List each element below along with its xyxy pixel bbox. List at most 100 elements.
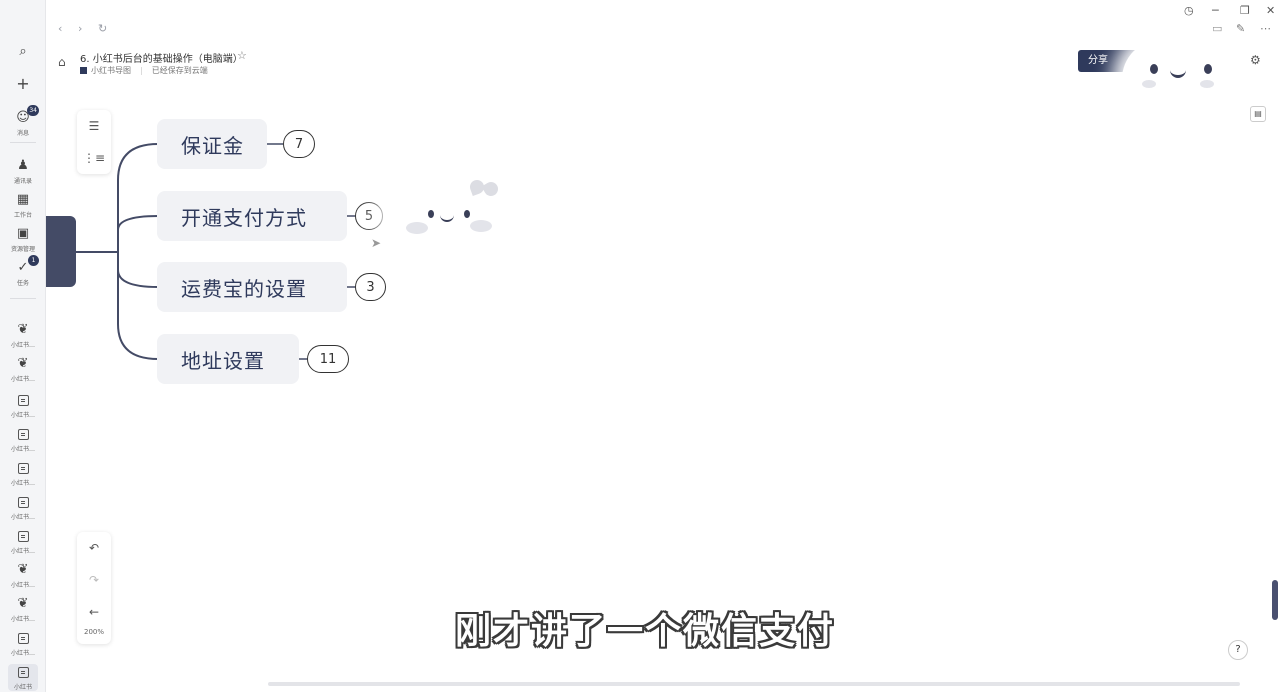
sidebar-doc-7[interactable]: 小红书… bbox=[8, 528, 38, 555]
sidebar-item-label: 任务 bbox=[16, 280, 29, 287]
sidebar-doc-active[interactable]: 小红书 bbox=[8, 664, 38, 691]
mascot-cheek bbox=[406, 222, 428, 234]
divider bbox=[10, 142, 36, 143]
refresh-icon[interactable]: ↻ bbox=[98, 22, 108, 35]
sidebar-doc-8[interactable]: ❦小红书… bbox=[10, 562, 35, 589]
home-icon[interactable]: ⌂ bbox=[58, 55, 66, 69]
undo-icon[interactable]: ↶ bbox=[88, 541, 100, 555]
close-icon[interactable]: ✕ bbox=[1266, 4, 1276, 17]
sidebar-item-resources[interactable]: ▣ 资源管理 bbox=[8, 226, 38, 253]
mascot-bow bbox=[481, 179, 501, 199]
unread-badge: 34 bbox=[27, 105, 39, 116]
contacts-icon: ♟ bbox=[17, 158, 29, 173]
sidebar-item-label: 资源管理 bbox=[10, 246, 35, 253]
sidebar-item-contacts[interactable]: ♟ 通讯录 bbox=[8, 158, 38, 185]
folder-link[interactable]: 小红书导图 bbox=[91, 66, 131, 75]
sidebar-doc-6[interactable]: 小红书… bbox=[8, 494, 38, 521]
horizontal-scrollbar[interactable] bbox=[268, 682, 1240, 686]
sidebar-item-label: 通讯录 bbox=[13, 178, 32, 185]
mascot-eye bbox=[464, 210, 470, 218]
mascot-cheek bbox=[1142, 80, 1156, 88]
star-icon[interactable]: ☆ bbox=[237, 49, 247, 62]
collapsed-count[interactable]: 5 bbox=[355, 202, 383, 230]
plus-icon: + bbox=[16, 74, 30, 93]
search-button[interactable]: ⌕ bbox=[8, 44, 38, 60]
calendar-icon: ▣ bbox=[16, 226, 30, 241]
document-icon bbox=[15, 392, 31, 408]
document-icon bbox=[15, 426, 31, 442]
outline-toggle-icon[interactable]: ▤ bbox=[1250, 106, 1266, 122]
task-badge: 1 bbox=[28, 255, 39, 266]
collapsed-count[interactable]: 3 bbox=[355, 273, 386, 301]
mascot-eye bbox=[428, 210, 434, 218]
history-icon[interactable]: ◷ bbox=[1184, 4, 1194, 17]
collapsed-count[interactable]: 11 bbox=[307, 345, 349, 373]
topic-node[interactable]: 保证金 bbox=[157, 119, 267, 169]
topic-node[interactable]: 开通支付方式 bbox=[157, 191, 347, 241]
top-bar: ‹ › ↻ ◷ ─ ❐ ✕ ▭ ✎ ⋯ bbox=[46, 0, 1280, 40]
tasks-icon: ✓1 bbox=[15, 255, 39, 276]
layout-icon[interactable]: ▭ bbox=[1212, 22, 1223, 35]
topic-node[interactable]: 运费宝的设置 bbox=[157, 262, 347, 312]
mascot-eye bbox=[1204, 64, 1212, 74]
mascot-overlay bbox=[1122, 40, 1234, 118]
leaf-icon: ❦ bbox=[17, 596, 29, 611]
leaf-icon: ❦ bbox=[17, 562, 29, 577]
sidebar-doc-4[interactable]: 小红书… bbox=[8, 426, 38, 453]
mascot-cheek bbox=[1200, 80, 1214, 88]
document-icon bbox=[15, 494, 31, 510]
video-subtitle: 刚才讲了一个微信支付 bbox=[455, 611, 836, 652]
mascot-eye bbox=[1150, 64, 1158, 74]
vertical-scrollbar[interactable] bbox=[1272, 580, 1278, 620]
structure-icon[interactable]: ⋮≡ bbox=[82, 151, 106, 165]
document-title[interactable]: 6. 小红书后台的基础操作（电脑端） bbox=[80, 54, 243, 65]
leaf-icon: ❦ bbox=[17, 356, 29, 371]
sidebar-item-tasks[interactable]: ✓1 任务 bbox=[8, 255, 39, 287]
breadcrumb: 小红书导图 | 已经保存到云端 bbox=[80, 65, 208, 76]
sidebar-doc-9[interactable]: ❦小红书… bbox=[10, 596, 35, 623]
sidebar-doc-2[interactable]: ❦小红书… bbox=[10, 356, 35, 383]
sidebar-item-workbench[interactable]: ▦ 工作台 bbox=[8, 192, 38, 219]
sidebar-item-label: 工作台 bbox=[13, 212, 32, 219]
sidebar-doc-5[interactable]: 小红书… bbox=[8, 460, 38, 487]
new-button[interactable]: + bbox=[8, 76, 38, 92]
folder-icon bbox=[80, 67, 87, 74]
leaf-icon: ❦ bbox=[17, 322, 29, 337]
history-toolbar: ↶ ↷ ← 200% bbox=[77, 532, 111, 644]
mascot-mouth bbox=[1170, 70, 1186, 78]
forward-icon[interactable]: › bbox=[78, 22, 83, 35]
mascot-mouth bbox=[440, 214, 454, 222]
collapsed-count[interactable]: 7 bbox=[283, 130, 315, 158]
mascot-overlay bbox=[388, 170, 518, 260]
view-toolbar: ☰ ⋮≡ bbox=[77, 110, 111, 174]
sidebar-doc-3[interactable]: 小红书… bbox=[8, 392, 38, 419]
app-sidebar: ⌕ + ☺34 消息 ♟ 通讯录 ▦ 工作台 ▣ 资源管理 ✓1 任务 ❦小红书… bbox=[0, 0, 46, 692]
sidebar-doc-10[interactable]: 小红书… bbox=[8, 630, 38, 657]
outline-icon[interactable]: ☰ bbox=[88, 119, 100, 133]
restore-icon[interactable]: ❐ bbox=[1240, 4, 1250, 17]
document-icon bbox=[15, 630, 31, 646]
more-icon[interactable]: ⋯ bbox=[1260, 22, 1271, 35]
topic-node[interactable]: 地址设置 bbox=[157, 334, 299, 384]
sidebar-item-label: 消息 bbox=[16, 130, 29, 137]
settings-icon[interactable]: ⚙ bbox=[1250, 53, 1261, 67]
branch-links bbox=[76, 143, 356, 360]
sidebar-item-messages[interactable]: ☺34 消息 bbox=[8, 105, 39, 137]
collapse-icon[interactable]: ← bbox=[88, 605, 100, 619]
workbench-icon: ▦ bbox=[16, 192, 30, 207]
message-icon: ☺34 bbox=[16, 105, 39, 125]
zoom-level[interactable]: 200% bbox=[83, 628, 104, 636]
help-button[interactable]: ? bbox=[1228, 640, 1248, 660]
root-node[interactable] bbox=[46, 216, 76, 287]
edit-icon[interactable]: ✎ bbox=[1236, 22, 1246, 35]
minimize-icon[interactable]: ─ bbox=[1212, 4, 1219, 17]
divider bbox=[10, 298, 36, 299]
save-status: 已经保存到云端 bbox=[151, 66, 208, 75]
document-icon bbox=[15, 664, 31, 680]
document-icon bbox=[15, 528, 31, 544]
search-icon: ⌕ bbox=[19, 44, 27, 59]
redo-icon[interactable]: ↷ bbox=[88, 573, 100, 587]
sidebar-doc-1[interactable]: ❦小红书… bbox=[10, 322, 35, 349]
mascot-cheek bbox=[470, 220, 492, 232]
back-icon[interactable]: ‹ bbox=[58, 22, 63, 35]
